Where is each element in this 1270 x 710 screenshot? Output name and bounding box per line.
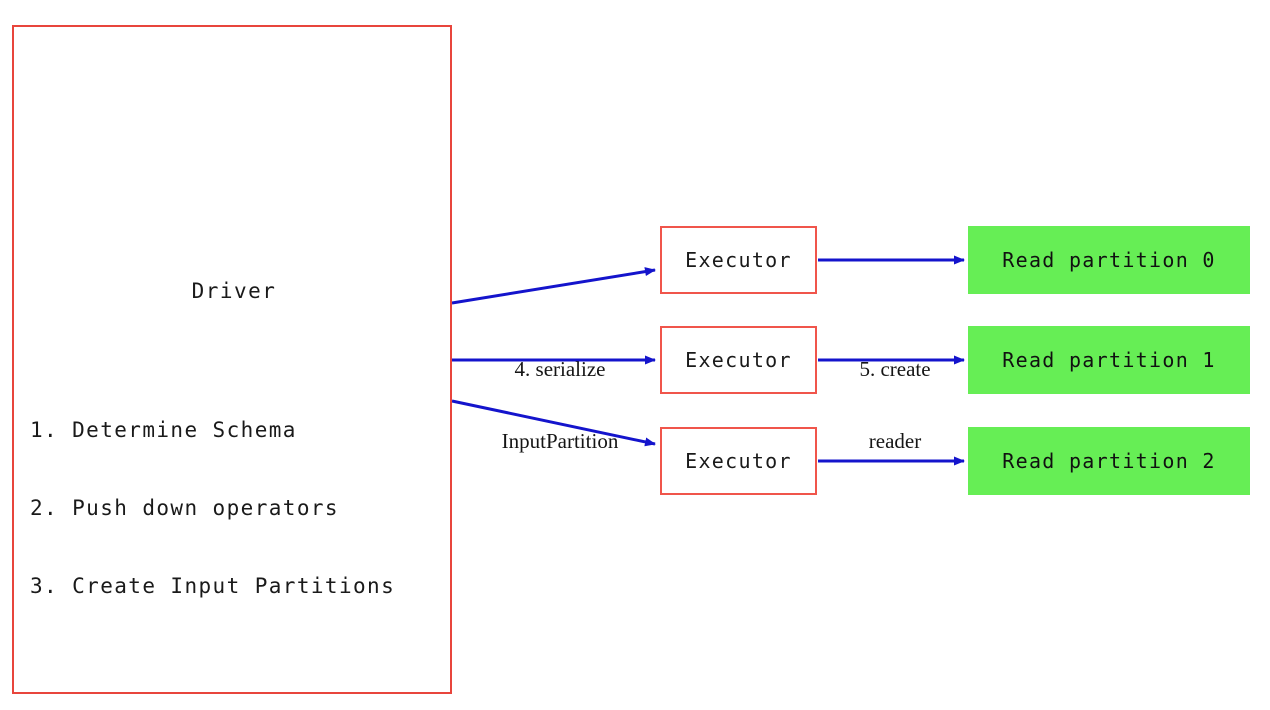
edge-label-serialize-line1: 4. serialize bbox=[514, 357, 606, 381]
partition-box-1[interactable]: Read partition 1 bbox=[968, 326, 1250, 394]
executor-label-1: Executor bbox=[685, 248, 792, 272]
partition-label-0: Read partition 0 bbox=[1002, 248, 1216, 272]
edge-label-serialize-inputpartition: 4. serialize InputPartition bbox=[470, 309, 650, 501]
driver-step-2: 2. Push down operators bbox=[30, 496, 339, 520]
edge-label-serialize-line2: InputPartition bbox=[501, 429, 619, 453]
driver-title: Driver bbox=[191, 279, 277, 303]
driver-box[interactable]: Driver 1. Determine Schema 2. Push down … bbox=[12, 25, 452, 694]
partition-box-0[interactable]: Read partition 0 bbox=[968, 226, 1250, 294]
edge-label-create-reader-line2: reader bbox=[868, 429, 922, 453]
partition-box-2[interactable]: Read partition 2 bbox=[968, 427, 1250, 495]
partition-label-1: Read partition 1 bbox=[1002, 348, 1216, 372]
driver-step-1: 1. Determine Schema bbox=[30, 418, 297, 442]
driver-steps-list: 1. Determine Schema 2. Push down operato… bbox=[30, 365, 395, 651]
executor-label-2: Executor bbox=[685, 348, 792, 372]
executor-box-1[interactable]: Executor bbox=[660, 226, 817, 294]
arrow-driver-to-executor-1 bbox=[451, 267, 656, 305]
driver-step-3: 3. Create Input Partitions bbox=[30, 574, 396, 598]
executor-box-3[interactable]: Executor bbox=[660, 427, 817, 495]
edge-label-create-reader-line1: 5. create bbox=[859, 357, 931, 381]
partition-label-2: Read partition 2 bbox=[1002, 449, 1216, 473]
executor-label-3: Executor bbox=[685, 449, 792, 473]
executor-box-2[interactable]: Executor bbox=[660, 326, 817, 394]
edge-label-create-reader: 5. create reader bbox=[825, 309, 965, 501]
